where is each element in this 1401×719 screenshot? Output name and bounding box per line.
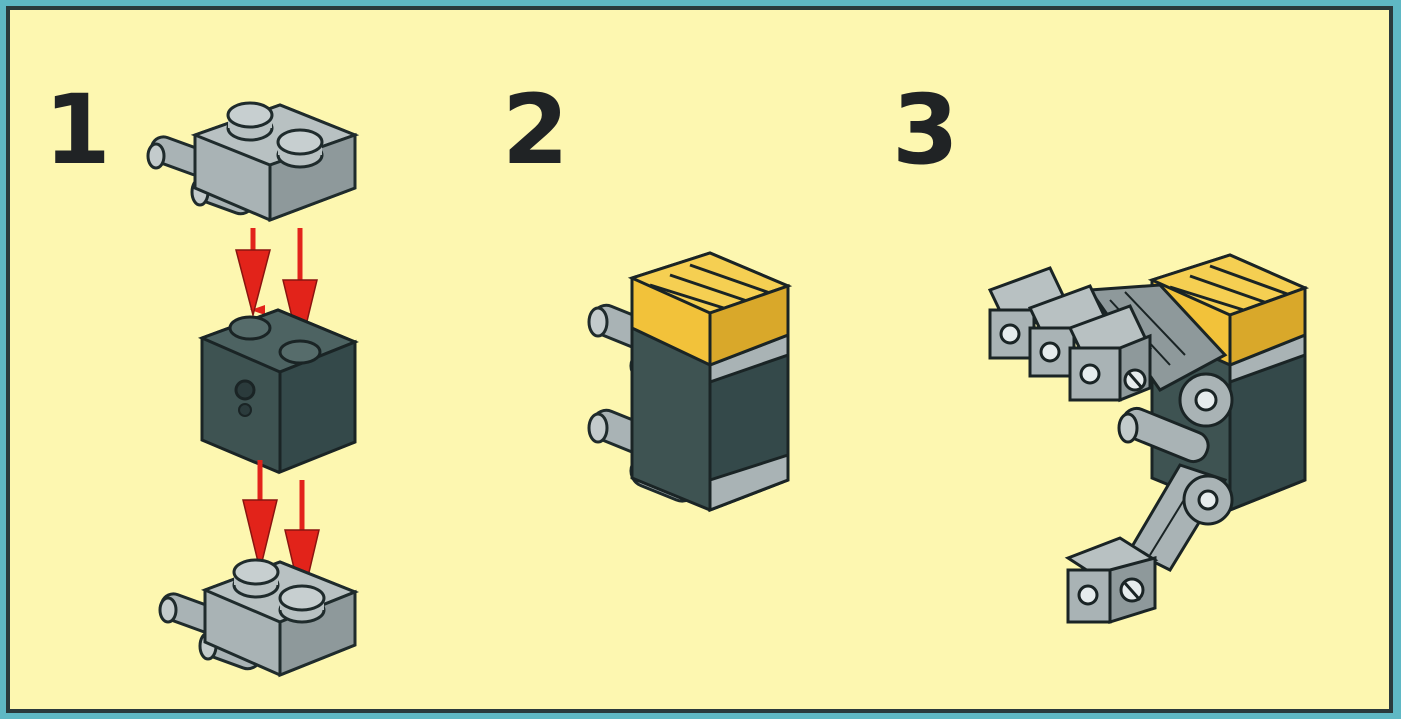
top-plate-with-clips <box>147 103 355 220</box>
dark-brick <box>202 310 355 472</box>
step-3-illustration <box>990 255 1305 622</box>
step-2-illustration <box>587 253 788 510</box>
instruction-illustrations <box>10 10 1391 709</box>
bottom-plate-with-clips <box>157 560 355 675</box>
step-1-illustration <box>147 103 355 675</box>
instruction-panel: 1 2 3 <box>6 6 1393 713</box>
